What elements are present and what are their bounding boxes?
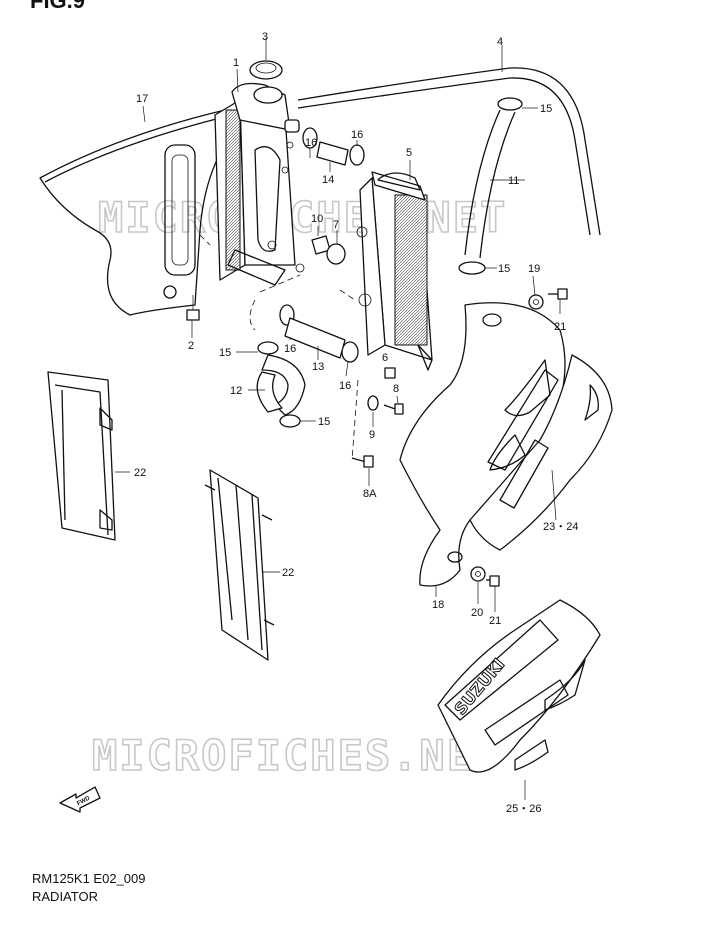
part-17-radiator-louver — [39, 109, 233, 316]
callout-23-24: 23・24 — [543, 521, 578, 533]
callout-16-b: 16 — [351, 129, 363, 141]
callout-25-26: 25・26 — [506, 803, 541, 815]
part-2-clip — [186, 295, 200, 321]
callout-20: 20 — [471, 607, 483, 619]
callout-15-left: 15 — [219, 347, 231, 359]
callout-11: 11 — [508, 175, 519, 187]
part-11-hose — [464, 109, 525, 259]
part-16-clamp-b — [349, 140, 365, 166]
callout-18: 18 — [432, 599, 444, 611]
figure-section: RADIATOR — [32, 889, 98, 904]
callout-21-top: 21 — [554, 321, 566, 333]
callout-16-d: 16 — [339, 380, 351, 392]
callout-4: 4 — [497, 36, 503, 48]
part-23-24-shroud-decal — [469, 354, 613, 551]
callout-15-low: 15 — [318, 416, 330, 428]
callout-6: 6 — [382, 352, 388, 364]
part-19-washer — [528, 294, 544, 310]
part-1-radiator — [214, 82, 305, 286]
part-3-radiator-cap — [249, 38, 283, 80]
part-22-louver-b — [204, 469, 280, 661]
part-14-hose — [316, 141, 349, 172]
part-9-washer — [367, 395, 379, 411]
part-20-washer — [470, 566, 486, 604]
callout-5: 5 — [406, 147, 412, 159]
part-13-hose — [284, 317, 346, 360]
callout-15-mid: 15 — [498, 263, 510, 275]
part-8-bolt — [383, 403, 404, 415]
callout-16-c: 16 — [284, 343, 296, 355]
callout-1: 1 — [233, 57, 239, 69]
callout-17: 17 — [136, 93, 148, 105]
part-18-radiator-shroud — [399, 302, 566, 587]
callout-14: 14 — [322, 174, 334, 186]
callout-15-top: 15 — [540, 103, 552, 115]
callout-8: 8 — [393, 383, 399, 395]
part-12-elbow-hose — [248, 354, 306, 416]
part-7-grommet — [326, 230, 346, 265]
part-15-clamp-top — [497, 97, 538, 111]
watermark-top: MICROFICHES.NET — [98, 193, 507, 242]
callout-19: 19 — [528, 263, 540, 275]
part-15-clamp-low — [279, 414, 316, 428]
callout-7: 7 — [333, 219, 339, 231]
part-5-radiator — [356, 160, 433, 371]
callout-9: 9 — [369, 429, 375, 441]
callout-12: 12 — [230, 385, 242, 397]
fwd-direction-arrow: FWD — [59, 786, 101, 813]
callout-13: 13 — [312, 361, 324, 373]
watermark-bottom: MICROFICHES.NET — [92, 731, 501, 780]
callout-21-bottom: 21 — [489, 615, 501, 627]
part-15-clamp-left — [236, 341, 279, 355]
figure-title: FIG.9 — [30, 0, 86, 13]
callout-10: 10 — [311, 213, 323, 225]
callout-3: 3 — [262, 31, 268, 43]
callout-22-a: 22 — [134, 467, 146, 479]
part-6-nut — [384, 367, 396, 379]
part-4-overflow-tube — [297, 45, 601, 236]
part-21-bolt-top — [548, 288, 568, 314]
callout-22-b: 22 — [282, 567, 294, 579]
figure-code: RM125K1 E02_009 — [32, 871, 146, 886]
figure-footer: RM125K1 E02_009 RADIATOR — [32, 870, 145, 906]
part-16-clamp-a — [302, 127, 318, 158]
part-21-bolt-bottom — [486, 575, 500, 612]
part-22-louver-a — [47, 371, 130, 541]
callout-8a: 8A — [363, 488, 377, 500]
callout-2: 2 — [188, 340, 194, 352]
callout-16-a: 16 — [305, 137, 317, 149]
part-8a-bolt — [351, 455, 374, 468]
part-15-clamp-mid — [458, 261, 497, 275]
part-16-clamp-d — [341, 341, 359, 377]
part-25-26-side-decal: SUZUKI — [437, 599, 601, 800]
